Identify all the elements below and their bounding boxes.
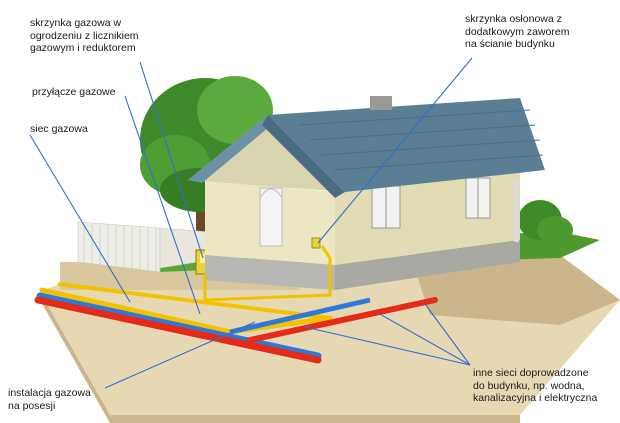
label-shield-box-wall: skrzynka osłonowa z dodatkowym zaworem n…	[465, 13, 570, 50]
label-service-line: przyłącze gazowe	[32, 86, 116, 98]
house	[205, 170, 520, 290]
roof	[188, 96, 545, 198]
label-gas-network: siec gazowa	[30, 123, 88, 135]
leader-lines	[29, 57, 473, 389]
leader-installation	[104, 321, 256, 389]
pipes	[34, 245, 438, 364]
leader-gas-network	[29, 134, 131, 303]
leader-gas-box-fence	[139, 61, 204, 259]
label-gas-box-fence: skrzynka gazowa w ogrodzeniu z licznikie…	[30, 17, 139, 54]
leader-other-1	[304, 326, 471, 366]
garden-fence	[77, 221, 211, 273]
leader-other-2	[377, 312, 471, 366]
leader-shield-box	[317, 57, 473, 244]
leader-service-line	[124, 95, 201, 315]
label-other-networks: inne sieci doprowadzone do budynku, np. …	[473, 367, 598, 404]
label-gas-installation: instalacja gazowa na posesji	[8, 387, 91, 412]
leader-other-3	[424, 303, 471, 366]
